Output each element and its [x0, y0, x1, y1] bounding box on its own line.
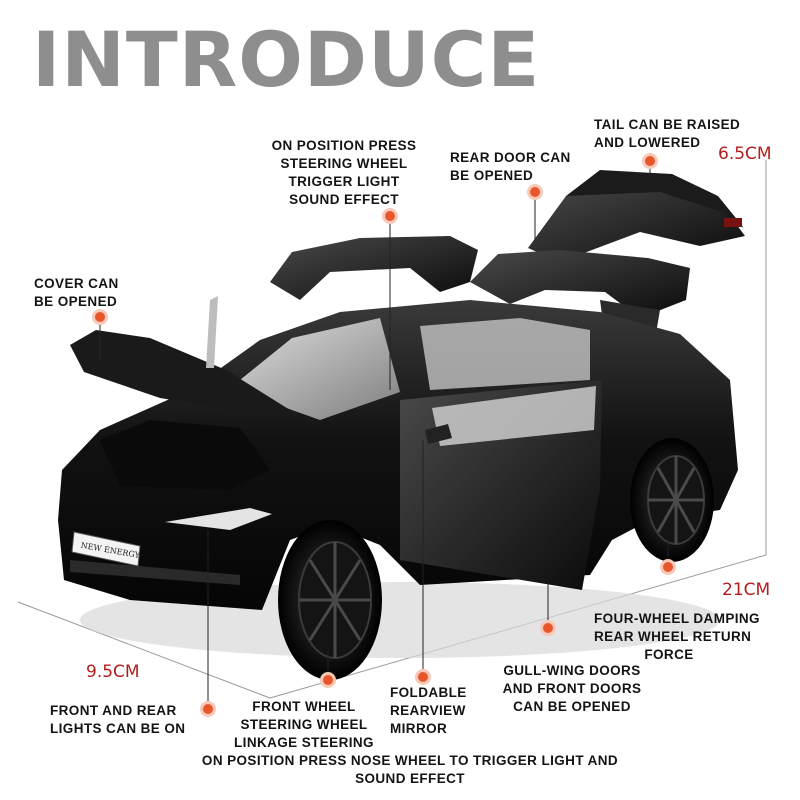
dimension-length: 21CM — [722, 580, 771, 600]
callout-leaders — [99, 160, 669, 706]
callout-cover: COVER CAN BE OPENED — [34, 276, 119, 309]
tail-light — [724, 218, 742, 227]
callout-tail: TAIL CAN BE RAISED AND LOWERED — [594, 117, 741, 150]
callout-gull-wing: GULL-WING DOORS AND FRONT DOORS CAN BE O… — [502, 663, 642, 714]
callout-dot-rear-door — [530, 187, 540, 197]
hood — [70, 330, 290, 412]
callout-dot-gull-wing — [543, 623, 553, 633]
windshield — [230, 318, 400, 420]
rear-wheel — [630, 438, 714, 562]
callout-lights: FRONT AND REAR LIGHTS CAN BE ON — [50, 703, 186, 736]
callout-dot-mirror — [418, 672, 428, 682]
gull-wing-door-right — [470, 250, 690, 318]
callout-dot-damping — [663, 562, 673, 572]
callout-front-wheel: FRONT WHEEL STEERING WHEEL LINKAGE STEER… — [234, 699, 374, 750]
hood-prop — [206, 296, 218, 368]
callout-dot-cover — [95, 312, 105, 322]
callout-mirror: FOLDABLE REARVIEW MIRROR — [390, 685, 467, 736]
spoiler — [566, 170, 744, 228]
callout-nose-press: ON POSITION PRESS NOSE WHEEL TO TRIGGER … — [201, 753, 619, 786]
dimension-height: 6.5CM — [718, 144, 772, 164]
frunk — [100, 420, 270, 490]
rearview-mirror — [425, 424, 452, 444]
callout-steering-press: ON POSITION PRESS STEERING WHEEL TRIGGER… — [271, 138, 417, 207]
callout-dot-front-wheel — [323, 675, 333, 685]
page-title: INTRODUCE — [32, 15, 541, 104]
license-plate: NEW ENERGY — [71, 531, 141, 567]
dimension-width: 9.5CM — [86, 662, 140, 682]
front-door-window — [432, 386, 596, 446]
callout-dot-steering — [385, 211, 395, 221]
callout-rear-door: REAR DOOR CAN BE OPENED — [450, 150, 571, 183]
front-grille — [70, 560, 240, 585]
callout-dot-tail — [645, 156, 655, 166]
front-wheel — [278, 520, 382, 680]
side-window — [420, 318, 590, 390]
headlight — [165, 508, 272, 530]
callout-damping: FOUR-WHEEL DAMPING REAR WHEEL RETURN FOR… — [594, 611, 760, 662]
callout-dot-lights — [203, 704, 213, 714]
tailgate — [528, 182, 745, 262]
gull-wing-door-left — [270, 236, 478, 300]
